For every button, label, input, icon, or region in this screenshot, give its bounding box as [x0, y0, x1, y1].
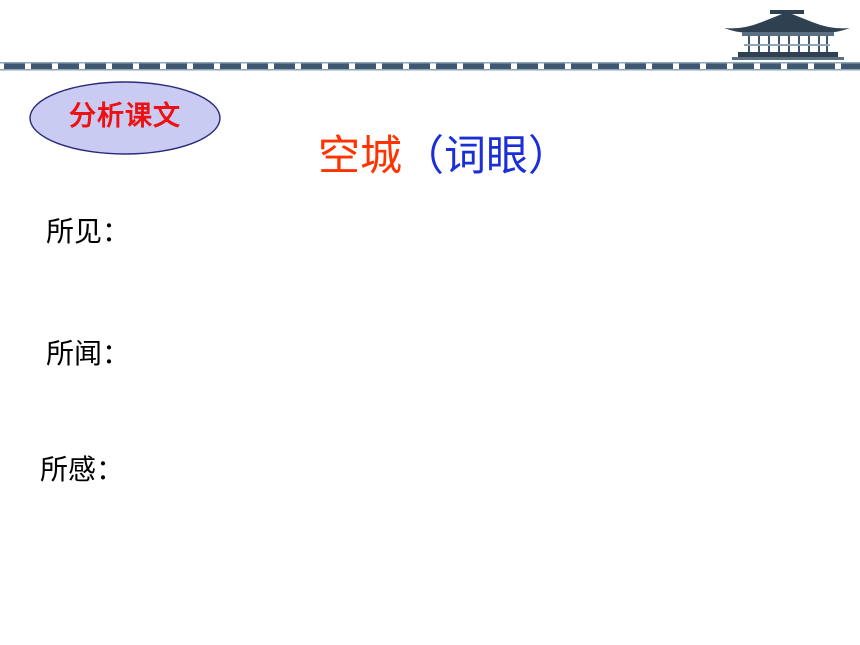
- border-dash: [409, 63, 430, 69]
- border-dash: [58, 63, 79, 69]
- border-dash: [4, 63, 25, 69]
- border-dash: [220, 63, 241, 69]
- border-dash: [517, 63, 538, 69]
- border-dash: [706, 63, 727, 69]
- border-dash: [328, 63, 349, 69]
- item-felt: 所感：: [40, 453, 125, 486]
- border-dash: [166, 63, 187, 69]
- border-dash: [625, 63, 646, 69]
- border-dash: [85, 63, 106, 69]
- border-dash: [733, 63, 754, 69]
- border-dash: [571, 63, 592, 69]
- border-dash: [139, 63, 160, 69]
- border-dash: [301, 63, 322, 69]
- header-border-strip: [0, 62, 860, 71]
- section-badge-ellipse: [29, 81, 221, 155]
- border-dash: [544, 63, 565, 69]
- border-dash: [382, 63, 403, 69]
- border-dash: [31, 63, 52, 69]
- border-dash: [436, 63, 457, 69]
- border-dash: [760, 63, 781, 69]
- chinese-pavilion-icon: [724, 10, 850, 60]
- border-dash: [247, 63, 268, 69]
- border-dash: [598, 63, 619, 69]
- item-seen: 所见：: [46, 215, 131, 248]
- border-dash: [490, 63, 511, 69]
- border-dash: [193, 63, 214, 69]
- border-dash: [787, 63, 808, 69]
- border-dash: [355, 63, 376, 69]
- slide-title: 空城（词眼）: [318, 126, 570, 186]
- border-dash: [463, 63, 484, 69]
- border-dash: [652, 63, 673, 69]
- border-dash: [814, 63, 835, 69]
- section-badge-label: 分析课文: [69, 100, 181, 132]
- border-dash: [679, 63, 700, 69]
- border-dash: [112, 63, 133, 69]
- title-main: 空城: [318, 131, 403, 180]
- border-dash: [274, 63, 295, 69]
- title-annotation: （词眼）: [402, 131, 571, 180]
- item-heard: 所闻：: [46, 337, 131, 370]
- border-dash: [841, 63, 860, 69]
